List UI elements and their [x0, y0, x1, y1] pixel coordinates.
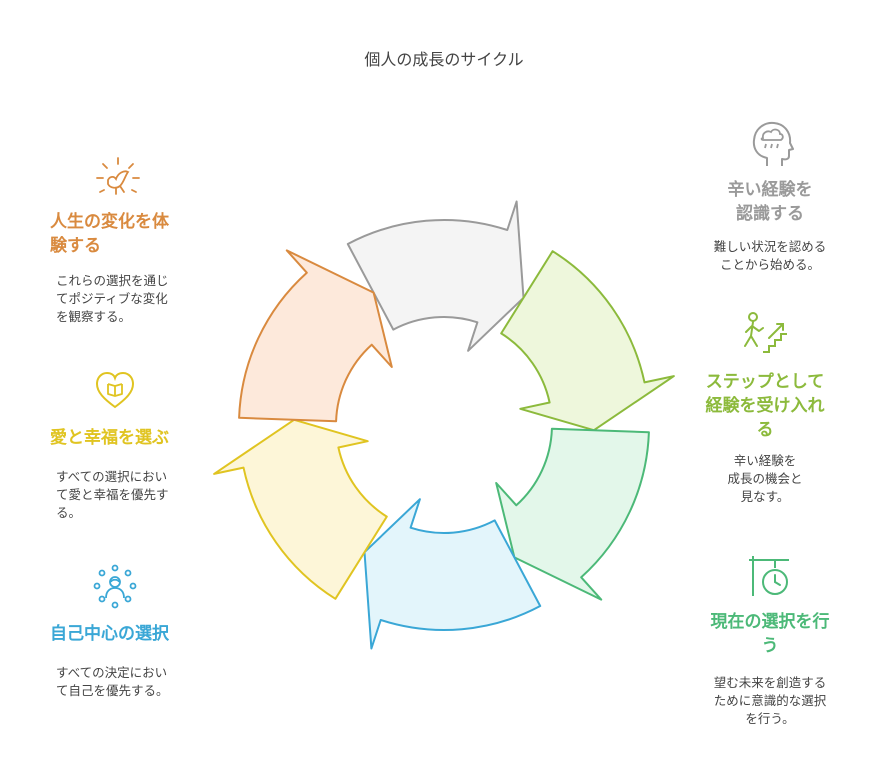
step-transform: 人生の変化を体 験する これらの選択を通じ てポジティブな変化 を観察する。 — [50, 156, 210, 326]
hanging-clock-icon — [749, 556, 789, 596]
step-choose: 現在の選択を行 う 望む未来を創造する ために意識的な選択 を行う。 — [690, 552, 850, 728]
person-climbing-stairs-icon — [744, 312, 787, 353]
step-recognize-desc: 難しい状況を認める ことから始める。 — [713, 239, 827, 272]
step-choose-desc: 望む未来を創造する ために意識的な選択 を行う。 — [713, 675, 827, 726]
cycle-arrow-accept — [500, 250, 675, 432]
step-transform-desc: これらの選択を通じ てポジティブな変化 を観察する。 — [56, 273, 169, 324]
person-circle-dots-icon — [93, 564, 137, 609]
step-recognize-heading: 辛い経験を 認識する — [727, 180, 813, 224]
step-self-heading: 自己中心の選択 — [50, 624, 169, 644]
step-accept: ステップとして 経験を受け入れ る 辛い経験を 成長の機会と 見なす。 — [690, 310, 840, 506]
step-accept-desc: 辛い経験を 成長の機会と 見なす。 — [727, 453, 803, 504]
cycle-arrow-love — [213, 418, 388, 600]
heart-book-icon — [95, 371, 135, 409]
step-accept-heading: ステップとして 経験を受け入れ る — [705, 372, 825, 440]
step-love-heading: 愛と幸福を選ぶ — [50, 428, 169, 448]
cycle-arrow-self — [363, 498, 542, 650]
step-transform-heading: 人生の変化を体 験する — [50, 212, 169, 256]
dove-sun-icon — [96, 157, 140, 195]
step-choose-heading: 現在の選択を行 う — [710, 612, 830, 656]
step-self-desc: すべての決定におい て自己を優先する。 — [56, 665, 169, 698]
cycle-arrow-recognize — [346, 200, 525, 352]
head-rain-cloud-icon — [752, 121, 794, 166]
diagram-title: 個人の成長のサイクル — [364, 50, 524, 69]
step-self: 自己中心の選択 すべての決定におい て自己を優先する。 — [50, 564, 220, 700]
cycle-arrow-transform — [238, 249, 393, 423]
step-love-desc: すべての選択におい て愛と幸福を優先す る。 — [56, 469, 169, 520]
step-recognize: 辛い経験を 認識する 難しい状況を認める ことから始める。 — [690, 118, 850, 274]
cycle-arrow-choose — [495, 427, 650, 601]
step-love: 愛と幸福を選ぶ すべての選択におい て愛と幸福を優先す る。 — [50, 370, 220, 522]
